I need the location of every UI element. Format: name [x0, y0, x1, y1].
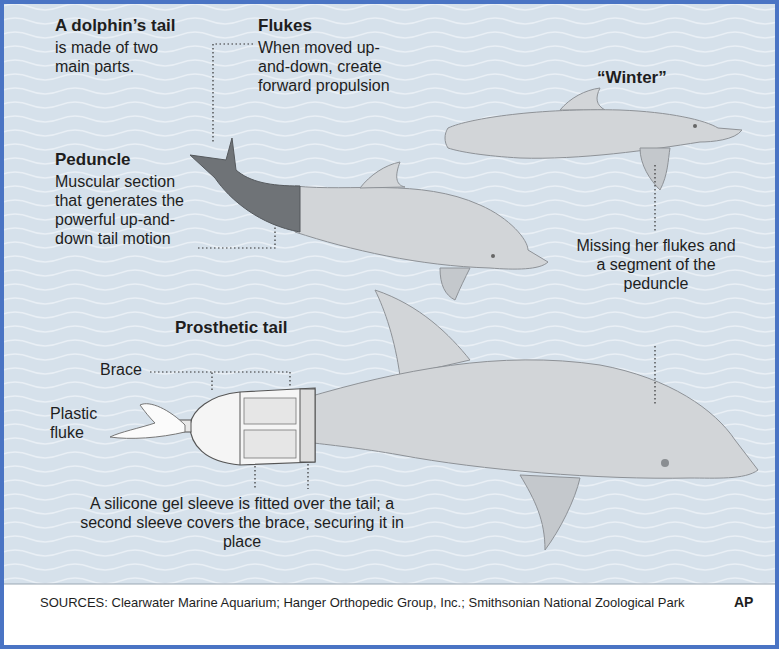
callout-note: A silicone gel sleeve is fitted over the… [66, 494, 418, 551]
agency-credit: AP [734, 594, 753, 611]
part-name: Plastic fluke [50, 404, 108, 442]
section-heading: Prosthetic tail [175, 318, 287, 337]
dolphin-anatomy [190, 138, 548, 300]
heading-body: is made of two main parts. [55, 38, 185, 76]
wave-texture [4, 4, 775, 584]
callout-note: Missing her flukes and a segment of the … [572, 236, 740, 293]
part-name: Flukes [258, 16, 312, 35]
prosthetic-brace [178, 388, 315, 465]
dolphin-winter [445, 88, 742, 190]
source-credit: SOURCES: Clearwater Marine Aquarium; Han… [40, 594, 690, 611]
part-note: When moved up-and-down, create forward p… [258, 38, 404, 95]
part-note: Muscular section that generates the powe… [55, 172, 193, 248]
plastic-fluke [110, 404, 185, 439]
dolphin-name: “Winter” [597, 68, 667, 87]
leader-lines [150, 44, 655, 489]
heading: A dolphin’s tail [55, 16, 176, 35]
divider-line [4, 584, 775, 585]
part-name: Brace [100, 360, 142, 379]
water-ground [4, 4, 775, 584]
part-name: Peduncle [55, 150, 131, 169]
